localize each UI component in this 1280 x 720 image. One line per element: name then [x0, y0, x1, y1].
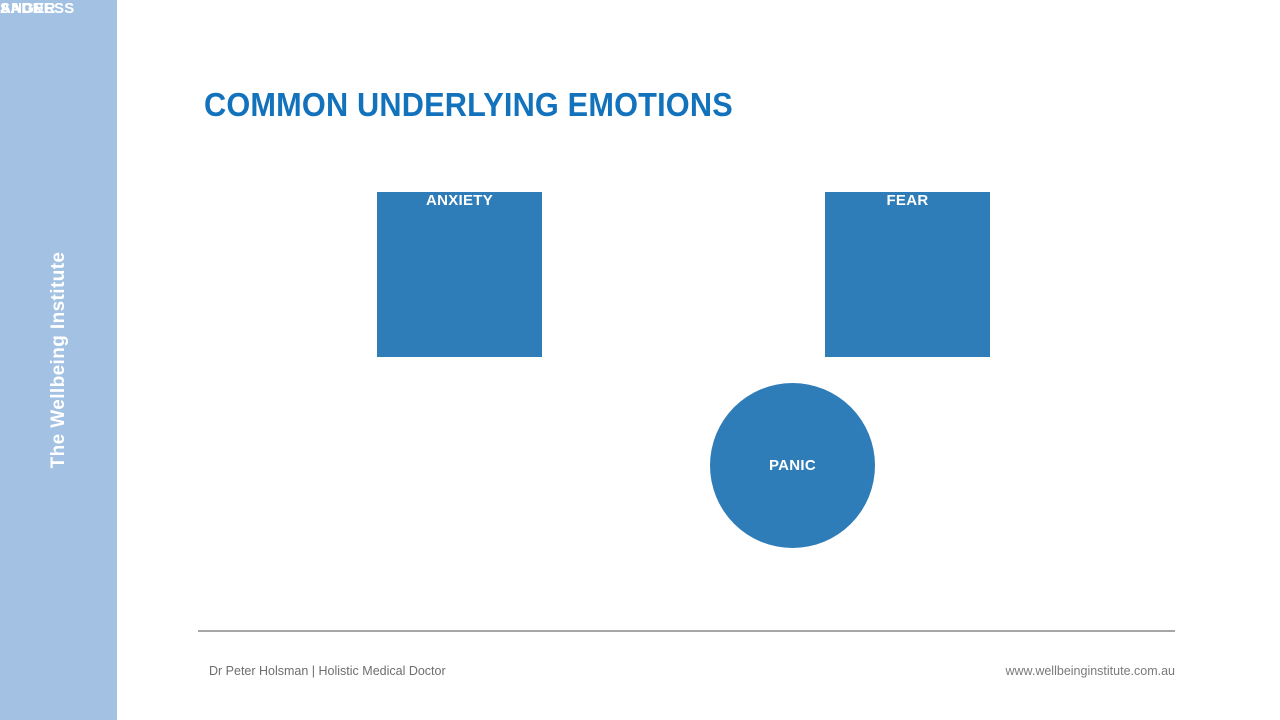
emotion-circle-fear: FEAR [825, 192, 990, 357]
emotion-circle-label: ANGER [0, 0, 56, 17]
page-title: COMMON UNDERLYING EMOTIONS [204, 86, 733, 123]
emotion-circle-label: FEAR [825, 192, 990, 357]
emotion-circle-label: PANIC [768, 457, 817, 474]
emotion-circle-sadness: SADNESS [0, 0, 75, 17]
footer-divider [198, 630, 1175, 632]
emotion-circle-anger: ANGER [0, 0, 56, 17]
footer-website: www.wellbeinginstitute.com.au [1005, 664, 1175, 678]
footer-author: Dr Peter Holsman | Holistic Medical Doct… [209, 664, 446, 678]
emotion-circle-panic: PANIC [710, 383, 875, 548]
emotion-circle-label: ANXIETY [377, 192, 542, 357]
emotion-circle-anxiety: ANXIETY [377, 192, 542, 357]
emotion-circle-label: SADNESS [0, 0, 75, 17]
sidebar-brand-bar: The Wellbeing Institute [0, 0, 117, 720]
sidebar-brand-label: The Wellbeing Institute [47, 251, 69, 469]
